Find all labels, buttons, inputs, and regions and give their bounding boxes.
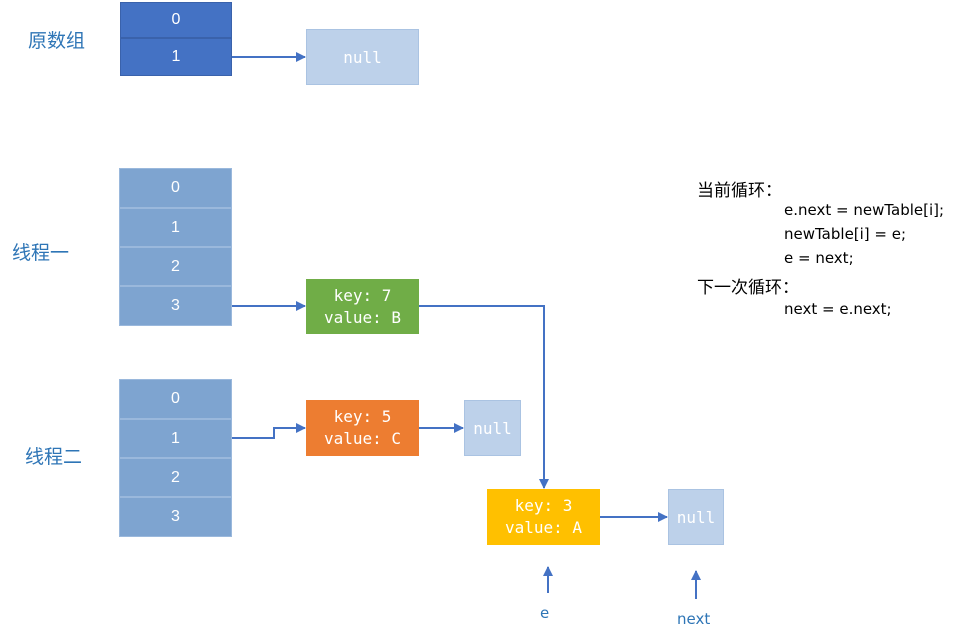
original-array-cell: 1 (120, 38, 232, 76)
node-key: key: 5 (333, 407, 392, 426)
shared-null-box: null (668, 489, 724, 545)
thread-one-cell: 0 (119, 168, 232, 208)
thread-two-cell: 0 (119, 379, 232, 419)
thread-one-cell: 1 (119, 208, 232, 247)
thread-one-cell: 2 (119, 247, 232, 286)
code-line: e.next = newTable[i]; (784, 201, 945, 219)
node-value: value: B (323, 307, 402, 327)
code-line: newTable[i] = e; (784, 225, 907, 243)
node-key: key: 3 (514, 496, 573, 515)
code-line: e = next; (784, 249, 854, 267)
arrow-key7-to-key3 (419, 305, 549, 489)
thread-two-cell: 2 (119, 458, 232, 497)
thread-two-null-box: null (464, 400, 521, 456)
node-key: key: 7 (333, 285, 392, 305)
shared-node-key3: key: 3 value: A (487, 489, 600, 545)
original-null-box: null (306, 29, 419, 85)
thread-two-cell: 3 (119, 497, 232, 537)
code-line: next = e.next; (784, 300, 892, 318)
next-pointer-label: next (677, 610, 711, 628)
node-value: value: C (323, 429, 402, 448)
node-value: value: A (504, 518, 583, 537)
thread-one-node-key7: key: 7 value: B (306, 279, 419, 334)
current-loop-title: 当前循环： (697, 181, 782, 201)
thread-two-label: 线程二 (25, 446, 83, 468)
thread-two-cell: 1 (119, 419, 232, 458)
arrow-thread-two-to-key5 (232, 423, 306, 439)
thread-one-label: 线程一 (12, 242, 70, 264)
next-loop-title: 下一次循环： (697, 278, 799, 298)
thread-one-cell: 3 (119, 286, 232, 326)
original-array-label: 原数组 (28, 30, 86, 52)
e-pointer-label: e (540, 604, 550, 622)
original-array-cell: 0 (120, 2, 232, 38)
thread-two-node-key5: key: 5 value: C (306, 400, 419, 456)
